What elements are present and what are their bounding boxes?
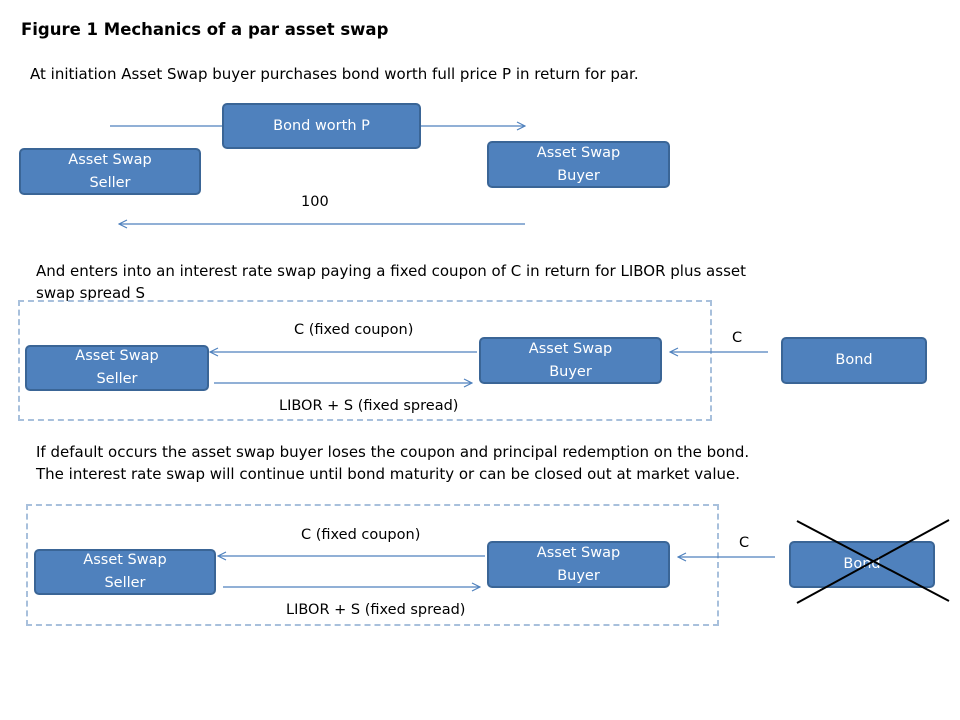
section2-fixed-coupon-label: C (fixed coupon) <box>294 322 414 338</box>
buyer-label-line2: Buyer <box>557 567 600 584</box>
section3-seller-box: Asset Swap Seller <box>34 549 216 595</box>
section3-buyer-box: Asset Swap Buyer <box>487 541 670 588</box>
bond-label: Bond <box>835 352 873 368</box>
figure-title: Figure 1 Mechanics of a par asset swap <box>21 20 389 39</box>
buyer-label-line1: Asset Swap <box>536 144 621 161</box>
seller-label-line1: Asset Swap <box>68 151 152 168</box>
bond-worth-p-label: Bond worth P <box>273 117 370 134</box>
seller-label-line2: Seller <box>96 371 138 387</box>
section3-swap-dashed-frame <box>26 504 719 626</box>
seller-label-line2: Seller <box>104 575 146 591</box>
section3-coupon-c-label: C <box>739 535 750 551</box>
section3-defaulted-bond-box: Bond <box>789 541 935 588</box>
bond-label: Bond <box>843 556 881 572</box>
buyer-label-line1: Asset Swap <box>536 544 621 561</box>
section1-description: At initiation Asset Swap buyer purchases… <box>30 65 639 83</box>
buyer-label-line1: Asset Swap <box>528 340 613 357</box>
section1-seller-box: Asset Swap Seller <box>19 148 201 195</box>
section2-bond-box: Bond <box>781 337 927 384</box>
section2-buyer-box: Asset Swap Buyer <box>479 337 662 384</box>
bond-worth-p-box: Bond worth P <box>222 103 421 149</box>
seller-label-line1: Asset Swap <box>83 552 167 568</box>
section1-buyer-box: Asset Swap Buyer <box>487 141 670 188</box>
section3-description-line2: The interest rate swap will continue unt… <box>36 465 741 483</box>
section2-coupon-c-label: C <box>732 330 743 346</box>
section3-libor-spread-label: LIBOR + S (fixed spread) <box>286 602 466 618</box>
section3-description-line1: If default occurs the asset swap buyer l… <box>36 443 750 461</box>
section3-fixed-coupon-label: C (fixed coupon) <box>301 527 421 543</box>
par-amount-label: 100 <box>301 194 329 210</box>
section2-description-line1: And enters into an interest rate swap pa… <box>36 262 746 280</box>
buyer-label-line2: Buyer <box>549 363 592 380</box>
buyer-label-line2: Buyer <box>557 167 600 184</box>
section2-description-line2: swap spread S <box>36 284 145 302</box>
section2-seller-box: Asset Swap Seller <box>25 345 209 391</box>
section2-libor-spread-label: LIBOR + S (fixed spread) <box>279 398 459 414</box>
seller-label-line2: Seller <box>89 174 131 191</box>
seller-label-line1: Asset Swap <box>75 348 159 364</box>
section2-swap-dashed-frame <box>18 300 712 421</box>
